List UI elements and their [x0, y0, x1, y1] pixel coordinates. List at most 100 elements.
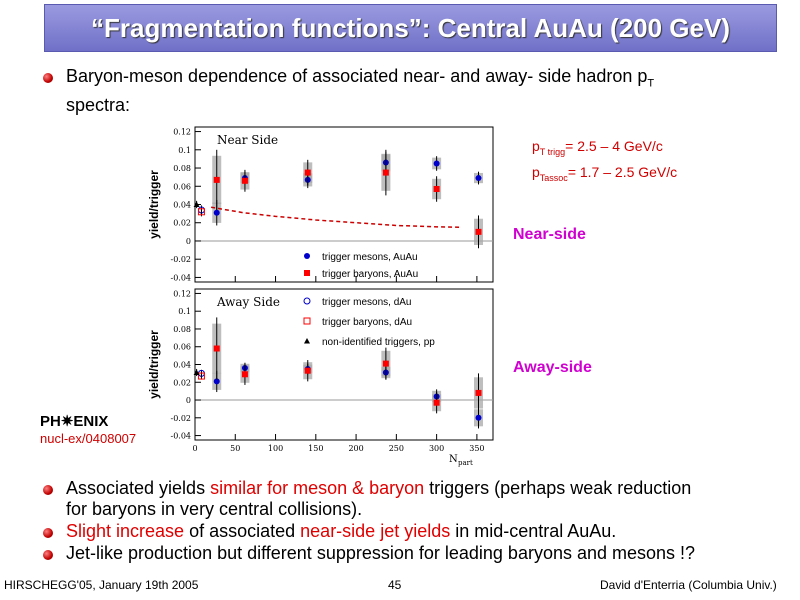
paper-reference: nucl-ex/0408007 — [40, 431, 137, 446]
marker-open-square — [197, 208, 205, 216]
marker-open-circle — [303, 297, 311, 305]
y-tick-label: 0.06 — [173, 182, 191, 191]
y-tick-label: -0.04 — [170, 432, 191, 441]
panel-title: Near Side — [217, 133, 278, 147]
marker-filled-square — [433, 186, 440, 192]
away-side-label: Away-side — [513, 359, 592, 376]
marker-filled-circle — [213, 209, 220, 216]
bullet-2-highlight-c: near-side jet yields — [300, 521, 451, 541]
y-tick-label: 0 — [186, 396, 191, 405]
y-tick-label: 0.08 — [173, 164, 191, 173]
bullet-1-part-a: Associated yields — [66, 478, 211, 498]
near-side-panel: -0.04-0.0200.020.040.060.080.10.12yield/… — [147, 126, 494, 283]
marker-filled-square — [433, 399, 440, 406]
passoc-line: pTassoc= 1.7 – 2.5 GeV/c — [532, 162, 677, 188]
x-tick-label: 250 — [389, 444, 404, 453]
footer-right: David d'Enterria (Columbia Univ.) — [600, 578, 777, 592]
marker-filled-circle — [475, 175, 482, 182]
x-tick-label: 150 — [308, 444, 323, 453]
marker-filled-circle — [304, 253, 310, 259]
ptrigg-range: = 2.5 – 4 GeV/c — [565, 138, 663, 154]
legend-entry: trigger mesons, dAu — [322, 297, 412, 308]
bullet-2-part-b: of associated — [184, 521, 301, 541]
y-tick-label: 0.04 — [173, 361, 191, 370]
near-side-label: Near-side — [513, 226, 586, 243]
ptrigg-line: pT trigg= 2.5 – 4 GeV/c — [532, 136, 677, 162]
bullet-icon — [43, 485, 53, 495]
y-tick-label: 0.02 — [173, 378, 191, 387]
bullet-3-text: Jet-like production but different suppre… — [66, 543, 696, 563]
legend-entry: non-identified triggers, pp — [322, 337, 435, 348]
away-side-panel: -0.04 -0.02 0 0.02 0.04 0.06 0.08 0.1 0.12 yield/… — [147, 288, 494, 467]
x-tick-label: 100 — [268, 444, 283, 453]
x-tick-label: 300 — [429, 444, 444, 453]
y-tick-label: -0.04 — [170, 273, 191, 282]
bullet-icon — [43, 550, 53, 560]
marker-filled-square — [241, 371, 248, 378]
footer-page-number: 45 — [388, 578, 402, 592]
y-axis-label: yield/trigger — [147, 330, 161, 399]
bullet-2-highlight-a: Slight increase — [66, 521, 185, 541]
panel-title: Away Side — [216, 295, 280, 309]
slide-title-bar: “Fragmentation functions”: Central AuAu … — [44, 4, 777, 52]
marker-filled-square — [241, 177, 248, 184]
intro-text: Baryon-meson dependence of associated ne… — [66, 66, 654, 116]
reference-curve — [210, 206, 461, 229]
marker-filled-square — [382, 169, 389, 176]
footer-left: HIRSCHEGG'05, January 19th 2005 — [4, 578, 199, 592]
marker-open-square — [303, 317, 311, 325]
x-tick-label: 50 — [230, 444, 240, 453]
passoc-p: p — [532, 163, 540, 180]
marker-filled-circle — [433, 160, 440, 167]
marker-filled-square — [304, 367, 311, 374]
y-tick-label: 0.1 — [178, 146, 191, 155]
marker-filled-square — [304, 270, 310, 276]
ptrigg-p: p — [532, 138, 540, 154]
marker-filled-square — [213, 176, 220, 183]
intro-line1: Baryon-meson dependence of associated ne… — [66, 66, 648, 86]
bullet-icon — [43, 528, 53, 538]
y-tick-label: 0.1 — [178, 307, 191, 316]
plot-frame — [194, 126, 494, 283]
intro-line2: spectra: — [66, 94, 131, 115]
marker-triangle — [304, 338, 310, 344]
bullet-1-part-c: triggers (perhaps weak reduction — [424, 478, 692, 498]
x-tick-label: 0 — [192, 444, 197, 453]
legend-entry: trigger baryons, dAu — [322, 317, 412, 328]
passoc-range: = 1.7 – 2.5 GeV/c — [567, 163, 678, 180]
marker-filled-square — [475, 228, 482, 235]
y-tick-label: -0.02 — [170, 255, 191, 264]
marker-filled-square — [475, 389, 482, 396]
y-tick-label: -0.02 — [170, 414, 191, 423]
y-tick-label: 0.12 — [173, 128, 191, 137]
bullet-2-part-d: in mid-central AuAu. — [450, 521, 617, 541]
marker-filled-square — [382, 360, 389, 367]
y-tick-label: 0 — [186, 237, 191, 246]
legend-entry: trigger baryons, AuAu — [322, 269, 418, 280]
marker-filled-circle — [475, 414, 482, 421]
slide-title: “Fragmentation functions”: Central AuAu … — [91, 12, 730, 43]
plot-frame — [194, 288, 494, 441]
phenix-logo: PH✷ENIX — [40, 413, 109, 430]
marker-open-square — [197, 372, 205, 380]
y-tick-label: 0.04 — [173, 201, 191, 210]
bullet-1-part-d: for baryons in very central collisions). — [66, 499, 363, 519]
bullet-1: Associated yields similar for meson & ba… — [66, 478, 691, 520]
bullet-2: Slight increase of associated near-side … — [66, 521, 616, 542]
intro-line1-sub: T — [647, 77, 655, 90]
marker-triangle — [193, 201, 200, 207]
y-tick-label: 0.06 — [173, 343, 191, 352]
params-block: pT trigg= 2.5 – 4 GeV/c pTassoc= 1.7 – 2… — [532, 136, 677, 188]
x-tick-label: 350 — [469, 444, 484, 453]
y-tick-label: 0.08 — [173, 325, 191, 334]
marker-filled-square — [213, 345, 220, 352]
passoc-sub: Tassoc — [539, 172, 568, 183]
y-tick-label: 0.12 — [173, 289, 191, 298]
marker-filled-square — [304, 169, 311, 176]
marker-triangle — [193, 369, 200, 375]
bullet-1-highlight: similar for meson & baryon — [210, 478, 425, 498]
marker-filled-circle — [213, 378, 220, 385]
y-tick-label: 0.02 — [173, 219, 191, 228]
bullet-3: Jet-like production but different suppre… — [66, 543, 695, 564]
